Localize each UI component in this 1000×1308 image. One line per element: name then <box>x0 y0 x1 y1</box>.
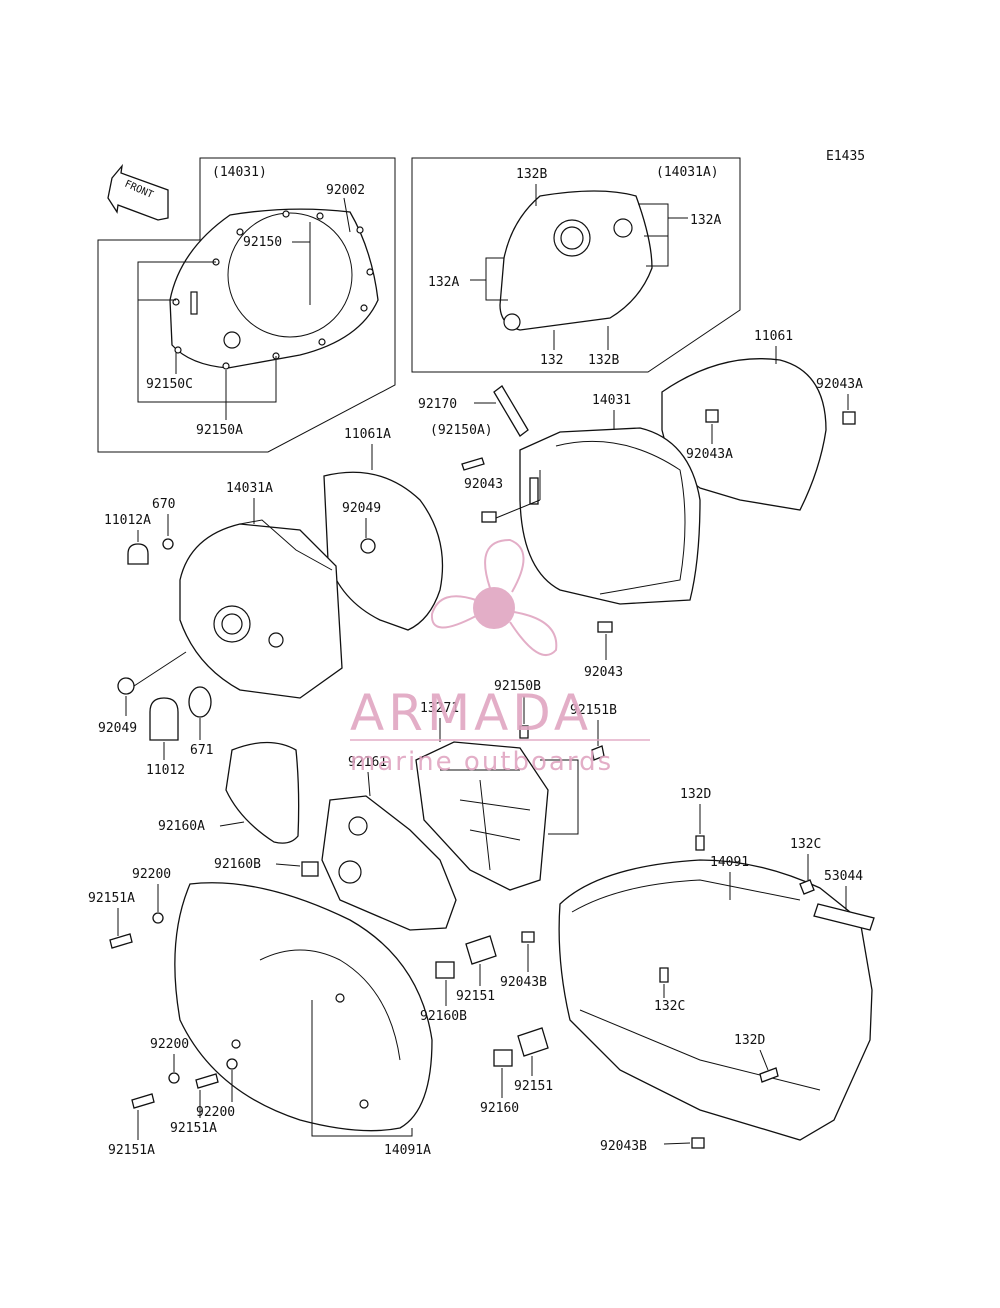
watermark-brand: ARMADA <box>350 684 592 742</box>
part-14031-cover: 14031 92170 (92150A) 92043 <box>418 385 701 605</box>
label-92043-upper: 92043 <box>464 477 503 492</box>
gasket-bolt-holes <box>172 210 374 370</box>
label-92200-mid: 92200 <box>150 1037 189 1052</box>
part-13271-plate: 13271 92150B 92151B <box>415 679 617 891</box>
front-arrow-icon: FRONT <box>107 163 169 221</box>
label-13271: 13271 <box>420 701 459 716</box>
label-92150C: 92150C <box>146 377 193 392</box>
label-92151-lower: 92151 <box>514 1079 553 1094</box>
label-14031A: 14031A <box>226 481 273 496</box>
label-92151A-mid: 92151A <box>170 1121 217 1136</box>
fasteners-left: 92200 92160B 92151A 92200 92200 92151A 9… <box>88 857 319 1158</box>
label-11061A: 11061A <box>344 427 391 442</box>
label-132C-top: 132C <box>790 837 821 852</box>
label-92043B-upper: 92043B <box>500 975 547 990</box>
label-92151B: 92151B <box>570 703 617 718</box>
label-92043-lower: 92043 <box>584 665 623 680</box>
fasteners-middle: 92151 92160B 92151 92160 <box>420 935 553 1116</box>
label-132D-top: 132D <box>680 787 711 802</box>
label-132C-mid: 132C <box>654 999 685 1014</box>
label-132A-left: 132A <box>428 275 459 290</box>
label-132: 132 <box>540 353 563 368</box>
label-92049-upper: 92049 <box>342 501 381 516</box>
label-92200-top: 92200 <box>132 867 171 882</box>
diagram-code: E1435 <box>826 149 865 164</box>
label-132D-lower: 132D <box>734 1033 765 1048</box>
armada-watermark: ARMADA marine outboards <box>350 538 650 777</box>
label-11012A: 11012A <box>104 513 151 528</box>
label-92170: 92170 <box>418 397 457 412</box>
label-11012: 11012 <box>146 763 185 778</box>
label-92151A-top: 92151A <box>88 891 135 906</box>
label-11061: 11061 <box>754 329 793 344</box>
label-14091: 14091 <box>710 855 749 870</box>
inset-box-14031: (14031) 92002 92150 92150C 92150A <box>97 157 396 453</box>
label-92200-low: 92200 <box>196 1105 235 1120</box>
inset-header-14031: (14031) <box>212 165 267 180</box>
label-92002: 92002 <box>326 183 365 198</box>
label-92043A-1: 92043A <box>816 377 863 392</box>
label-132A-right: 132A <box>690 213 721 228</box>
label-92150B: 92150B <box>494 679 541 694</box>
label-670: 670 <box>152 497 175 512</box>
label-132B-bottom: 132B <box>588 353 619 368</box>
label-92160B-top: 92160B <box>214 857 261 872</box>
label-14031: 14031 <box>592 393 631 408</box>
label-132B-top: 132B <box>516 167 547 182</box>
label-671: 671 <box>190 743 213 758</box>
gasket-11061: 11061 92043A 92043A <box>661 329 863 511</box>
part-92160A-pad: 92160A <box>158 741 300 844</box>
label-92161: 92161 <box>348 755 387 770</box>
label-92160: 92160 <box>480 1101 519 1116</box>
label-92150A-paren: (92150A) <box>430 423 493 438</box>
part-14031A-cover: 14031A 670 11012A 92043 92049 671 11012 <box>98 481 623 778</box>
label-92043A-2: 92043A <box>686 447 733 462</box>
label-92150A-box: 92150A <box>196 423 243 438</box>
inset-box-14031A: (14031A) 132B 132A 132A 132 132B <box>411 157 741 373</box>
label-92160B-mid: 92160B <box>420 1009 467 1024</box>
gasket-11061A: 11061A 92049 <box>323 427 444 631</box>
label-92151A-bottom: 92151A <box>108 1143 155 1158</box>
label-92043B-lower: 92043B <box>600 1139 647 1154</box>
part-14091A-cover: 14091A <box>174 882 433 1158</box>
label-92160A: 92160A <box>158 819 205 834</box>
part-92161-damper: 92161 <box>321 755 457 931</box>
label-92151-upper: 92151 <box>456 989 495 1004</box>
label-53044: 53044 <box>824 869 863 884</box>
label-92049-lower: 92049 <box>98 721 137 736</box>
part-14091-cover: 132D 14091 132C 53044 132C 132D 92043B 9… <box>500 787 875 1154</box>
inset-header-14031A: (14031A) <box>656 165 719 180</box>
watermark-tagline: marine outboards <box>350 747 613 777</box>
label-14091A: 14091A <box>384 1143 431 1158</box>
propeller-logo-icon <box>430 538 558 656</box>
label-92150: 92150 <box>243 235 282 250</box>
